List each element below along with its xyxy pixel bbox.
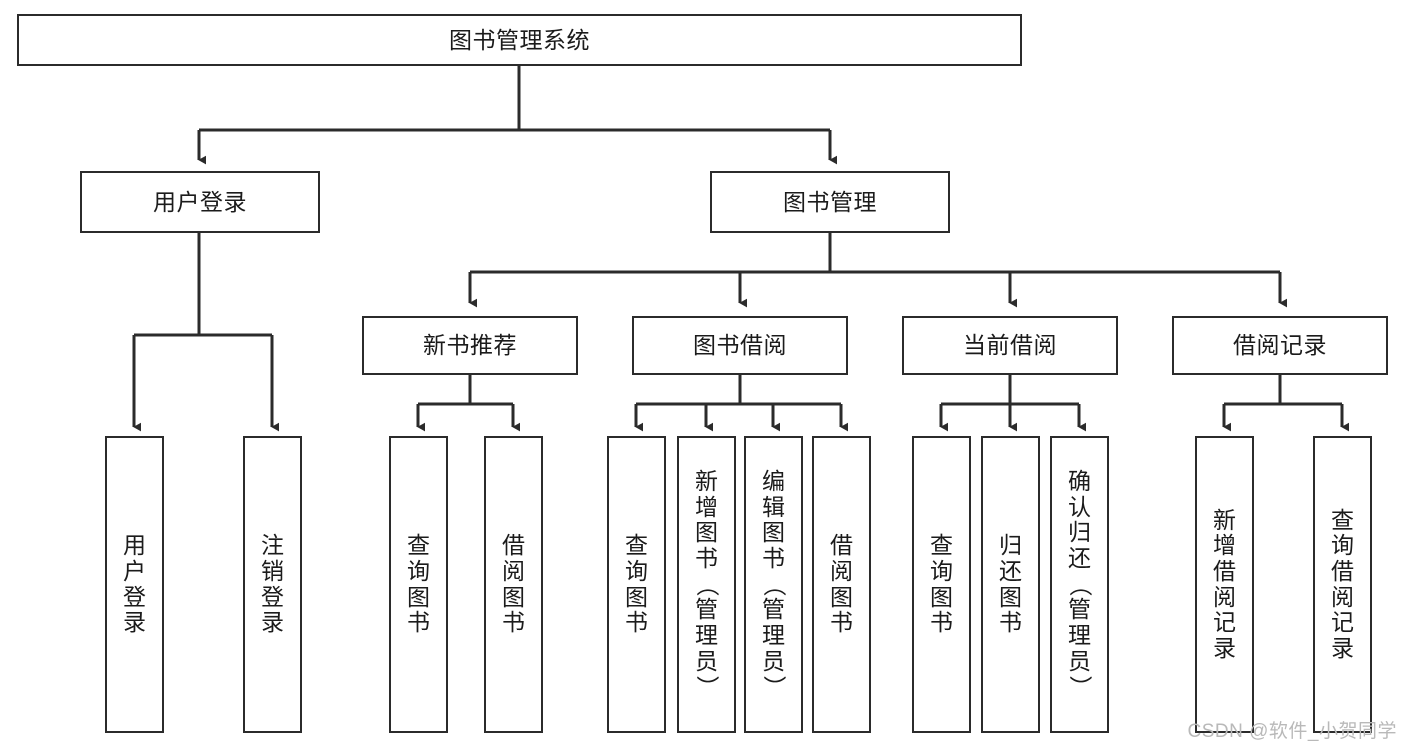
leaf-label: 查询图书 bbox=[930, 532, 953, 636]
node-label: 新书推荐 bbox=[423, 332, 517, 358]
node-book-management[interactable]: 图书管理 bbox=[710, 171, 950, 233]
leaf-label: 借阅图书 bbox=[502, 532, 525, 636]
leaf-borrow-book-recommend[interactable]: 借阅图书 bbox=[484, 436, 543, 733]
leaf-label: 新增借阅记录 bbox=[1213, 506, 1236, 661]
leaf-add-book-admin[interactable]: 新增图书（管理员） bbox=[677, 436, 736, 733]
leaf-label: 查询图书 bbox=[407, 532, 430, 636]
leaf-label: 注销登录 bbox=[261, 532, 284, 636]
node-user-login[interactable]: 用户登录 bbox=[80, 171, 320, 233]
leaf-return-book[interactable]: 归还图书 bbox=[981, 436, 1040, 733]
node-label: 图书管理系统 bbox=[449, 26, 590, 53]
node-label: 用户登录 bbox=[153, 188, 247, 215]
leaf-label: 用户登录 bbox=[123, 532, 146, 636]
leaf-query-book-borrow[interactable]: 查询图书 bbox=[607, 436, 666, 733]
leaf-borrow-book[interactable]: 借阅图书 bbox=[812, 436, 871, 733]
leaf-label: 确认归还（管理员） bbox=[1067, 468, 1094, 699]
leaf-label: 查询借阅记录 bbox=[1331, 506, 1354, 661]
node-current-borrow[interactable]: 当前借阅 bbox=[902, 316, 1118, 375]
node-label: 图书借阅 bbox=[693, 332, 787, 358]
leaf-confirm-return-admin[interactable]: 确认归还（管理员） bbox=[1050, 436, 1109, 733]
leaf-edit-book-admin[interactable]: 编辑图书（管理员） bbox=[744, 436, 803, 733]
leaf-user-login[interactable]: 用户登录 bbox=[105, 436, 164, 733]
leaf-query-book-current[interactable]: 查询图书 bbox=[912, 436, 971, 733]
watermark: CSDN @软件_小贺同学 bbox=[1187, 721, 1397, 742]
node-label: 借阅记录 bbox=[1233, 332, 1327, 358]
node-book-borrow[interactable]: 图书借阅 bbox=[632, 316, 848, 375]
leaf-add-borrow-record[interactable]: 新增借阅记录 bbox=[1195, 436, 1254, 733]
leaf-label: 编辑图书（管理员） bbox=[761, 468, 788, 699]
leaf-logout[interactable]: 注销登录 bbox=[243, 436, 302, 733]
leaf-query-borrow-record[interactable]: 查询借阅记录 bbox=[1313, 436, 1372, 733]
leaf-label: 借阅图书 bbox=[830, 532, 853, 636]
node-new-book-recommend[interactable]: 新书推荐 bbox=[362, 316, 578, 375]
leaf-label: 归还图书 bbox=[999, 532, 1022, 636]
leaf-query-book-recommend[interactable]: 查询图书 bbox=[389, 436, 448, 733]
node-label: 图书管理 bbox=[783, 188, 877, 215]
node-label: 当前借阅 bbox=[963, 332, 1057, 358]
node-root-library-management-system[interactable]: 图书管理系统 bbox=[17, 14, 1022, 66]
leaf-label: 查询图书 bbox=[625, 532, 648, 636]
leaf-label: 新增图书（管理员） bbox=[694, 468, 721, 699]
node-borrow-record[interactable]: 借阅记录 bbox=[1172, 316, 1388, 375]
